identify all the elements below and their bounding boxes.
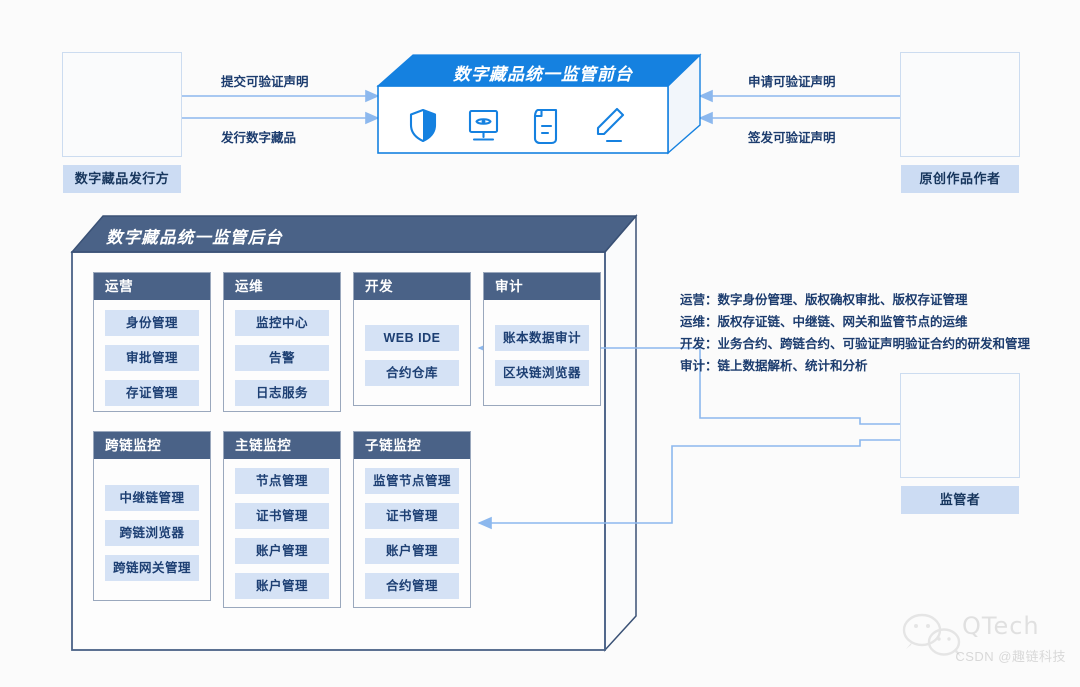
frontend-icon-row [409,107,625,145]
panel-title: 跨链监控 [94,432,210,459]
panel-body: 监管节点管理 证书管理 账户管理 合约管理 [354,459,470,607]
frontend-title: 数字藏品统一监管前台 [453,65,633,84]
panel-subchain-monitor[interactable]: 子链监控 监管节点管理 证书管理 账户管理 合约管理 [353,431,471,608]
chip-item[interactable]: 合约管理 [365,573,459,599]
chip-item[interactable]: 存证管理 [105,380,199,406]
actor-card-issuer[interactable]: 数字藏品发行方 [62,52,182,193]
chip-item[interactable]: 日志服务 [235,380,329,406]
connector-regulator-to-backend [477,341,900,530]
panel-body: 中继链管理 跨链浏览器 跨链网关管理 [94,459,210,589]
watermark: QTech CSDN @趣链科技 [900,612,1070,665]
edge-label-sign-vc: 签发可验证声明 [748,131,836,145]
panel-body: WEB IDE 合约仓库 [354,300,470,394]
chip-item[interactable]: 证书管理 [365,503,459,529]
author-icon-slot [901,53,1019,119]
panel-operations[interactable]: 运营 身份管理 审批管理 存证管理 [93,272,211,412]
edge-label-apply-vc: 申请可验证声明 [748,75,836,89]
note-line: 运维：版权存证链、中继链、网关和监管节点的运维 [680,315,968,329]
actor-card-regulator[interactable]: 监管者 [900,373,1020,514]
chip-item[interactable]: 跨链浏览器 [105,520,199,546]
panel-body: 节点管理 证书管理 账户管理 账户管理 [224,459,340,607]
connector-issuer-to-frontend [182,89,380,125]
panel-title: 运营 [94,273,210,300]
shield-icon[interactable] [409,108,437,143]
chip-item[interactable]: 账户管理 [235,573,329,599]
regulator-icon-slot [901,374,1019,440]
actor-label-issuer: 数字藏品发行方 [63,165,181,193]
actor-label-regulator: 监管者 [901,486,1019,514]
watermark-sub: CSDN @趣链科技 [955,649,1066,664]
chip-item[interactable]: 告警 [235,345,329,371]
chip-item[interactable]: 区块链浏览器 [495,360,589,386]
chip-item[interactable]: WEB IDE [365,325,459,351]
chip-item[interactable]: 节点管理 [235,468,329,494]
chip-item[interactable]: 监控中心 [235,310,329,336]
document-icon[interactable] [533,108,558,145]
panel-title: 开发 [354,273,470,300]
chip-item[interactable]: 中继链管理 [105,485,199,511]
chip-item[interactable]: 合约仓库 [365,360,459,386]
panel-title: 主链监控 [224,432,340,459]
connector-author-to-frontend [698,89,900,125]
panel-title: 子链监控 [354,432,470,459]
panel-title: 审计 [484,273,600,300]
panel-audit[interactable]: 审计 账本数据审计 区块链浏览器 [483,272,601,406]
monitor-eye-icon[interactable] [468,109,499,141]
note-line: 运营：数字身份管理、版权确权审批、版权存证管理 [680,293,968,307]
chip-item[interactable]: 监管节点管理 [365,468,459,494]
chip-item[interactable]: 账户管理 [365,538,459,564]
issuer-icon-slot [63,53,181,119]
chip-item[interactable]: 账本数据审计 [495,325,589,351]
actor-card-author[interactable]: 原创作品作者 [900,52,1020,193]
panel-opsmaintenance[interactable]: 运维 监控中心 告警 日志服务 [223,272,341,412]
wechat-logo-icon [902,613,961,657]
chip-item[interactable]: 审批管理 [105,345,199,371]
panel-body: 账本数据审计 区块链浏览器 [484,300,600,394]
watermark-brand: QTech [962,612,1040,640]
edge-label-submit-vc: 提交可验证声明 [221,75,309,89]
pencil-edit-icon[interactable] [596,107,625,143]
panel-development[interactable]: 开发 WEB IDE 合约仓库 [353,272,471,406]
note-line: 审计：链上数据解析、统计和分析 [680,359,868,373]
chip-item[interactable]: 证书管理 [235,503,329,529]
notes-block: 运营：数字身份管理、版权确权审批、版权存证管理 运维：版权存证链、中继链、网关和… [680,289,1030,377]
note-line: 开发：业务合约、跨链合约、可验证声明验证合约的研发和管理 [680,337,1031,351]
panel-body: 身份管理 审批管理 存证管理 [94,300,210,414]
panel-crosschain-monitor[interactable]: 跨链监控 中继链管理 跨链浏览器 跨链网关管理 [93,431,211,601]
chip-item[interactable]: 跨链网关管理 [105,555,199,581]
chip-item[interactable]: 身份管理 [105,310,199,336]
panel-title: 运维 [224,273,340,300]
panel-body: 监控中心 告警 日志服务 [224,300,340,414]
panel-mainchain-monitor[interactable]: 主链监控 节点管理 证书管理 账户管理 账户管理 [223,431,341,608]
chip-item[interactable]: 账户管理 [235,538,329,564]
actor-label-author: 原创作品作者 [901,165,1019,193]
backend-title: 数字藏品统一监管后台 [106,229,283,247]
edge-label-issue-nft: 发行数字藏品 [221,131,297,145]
